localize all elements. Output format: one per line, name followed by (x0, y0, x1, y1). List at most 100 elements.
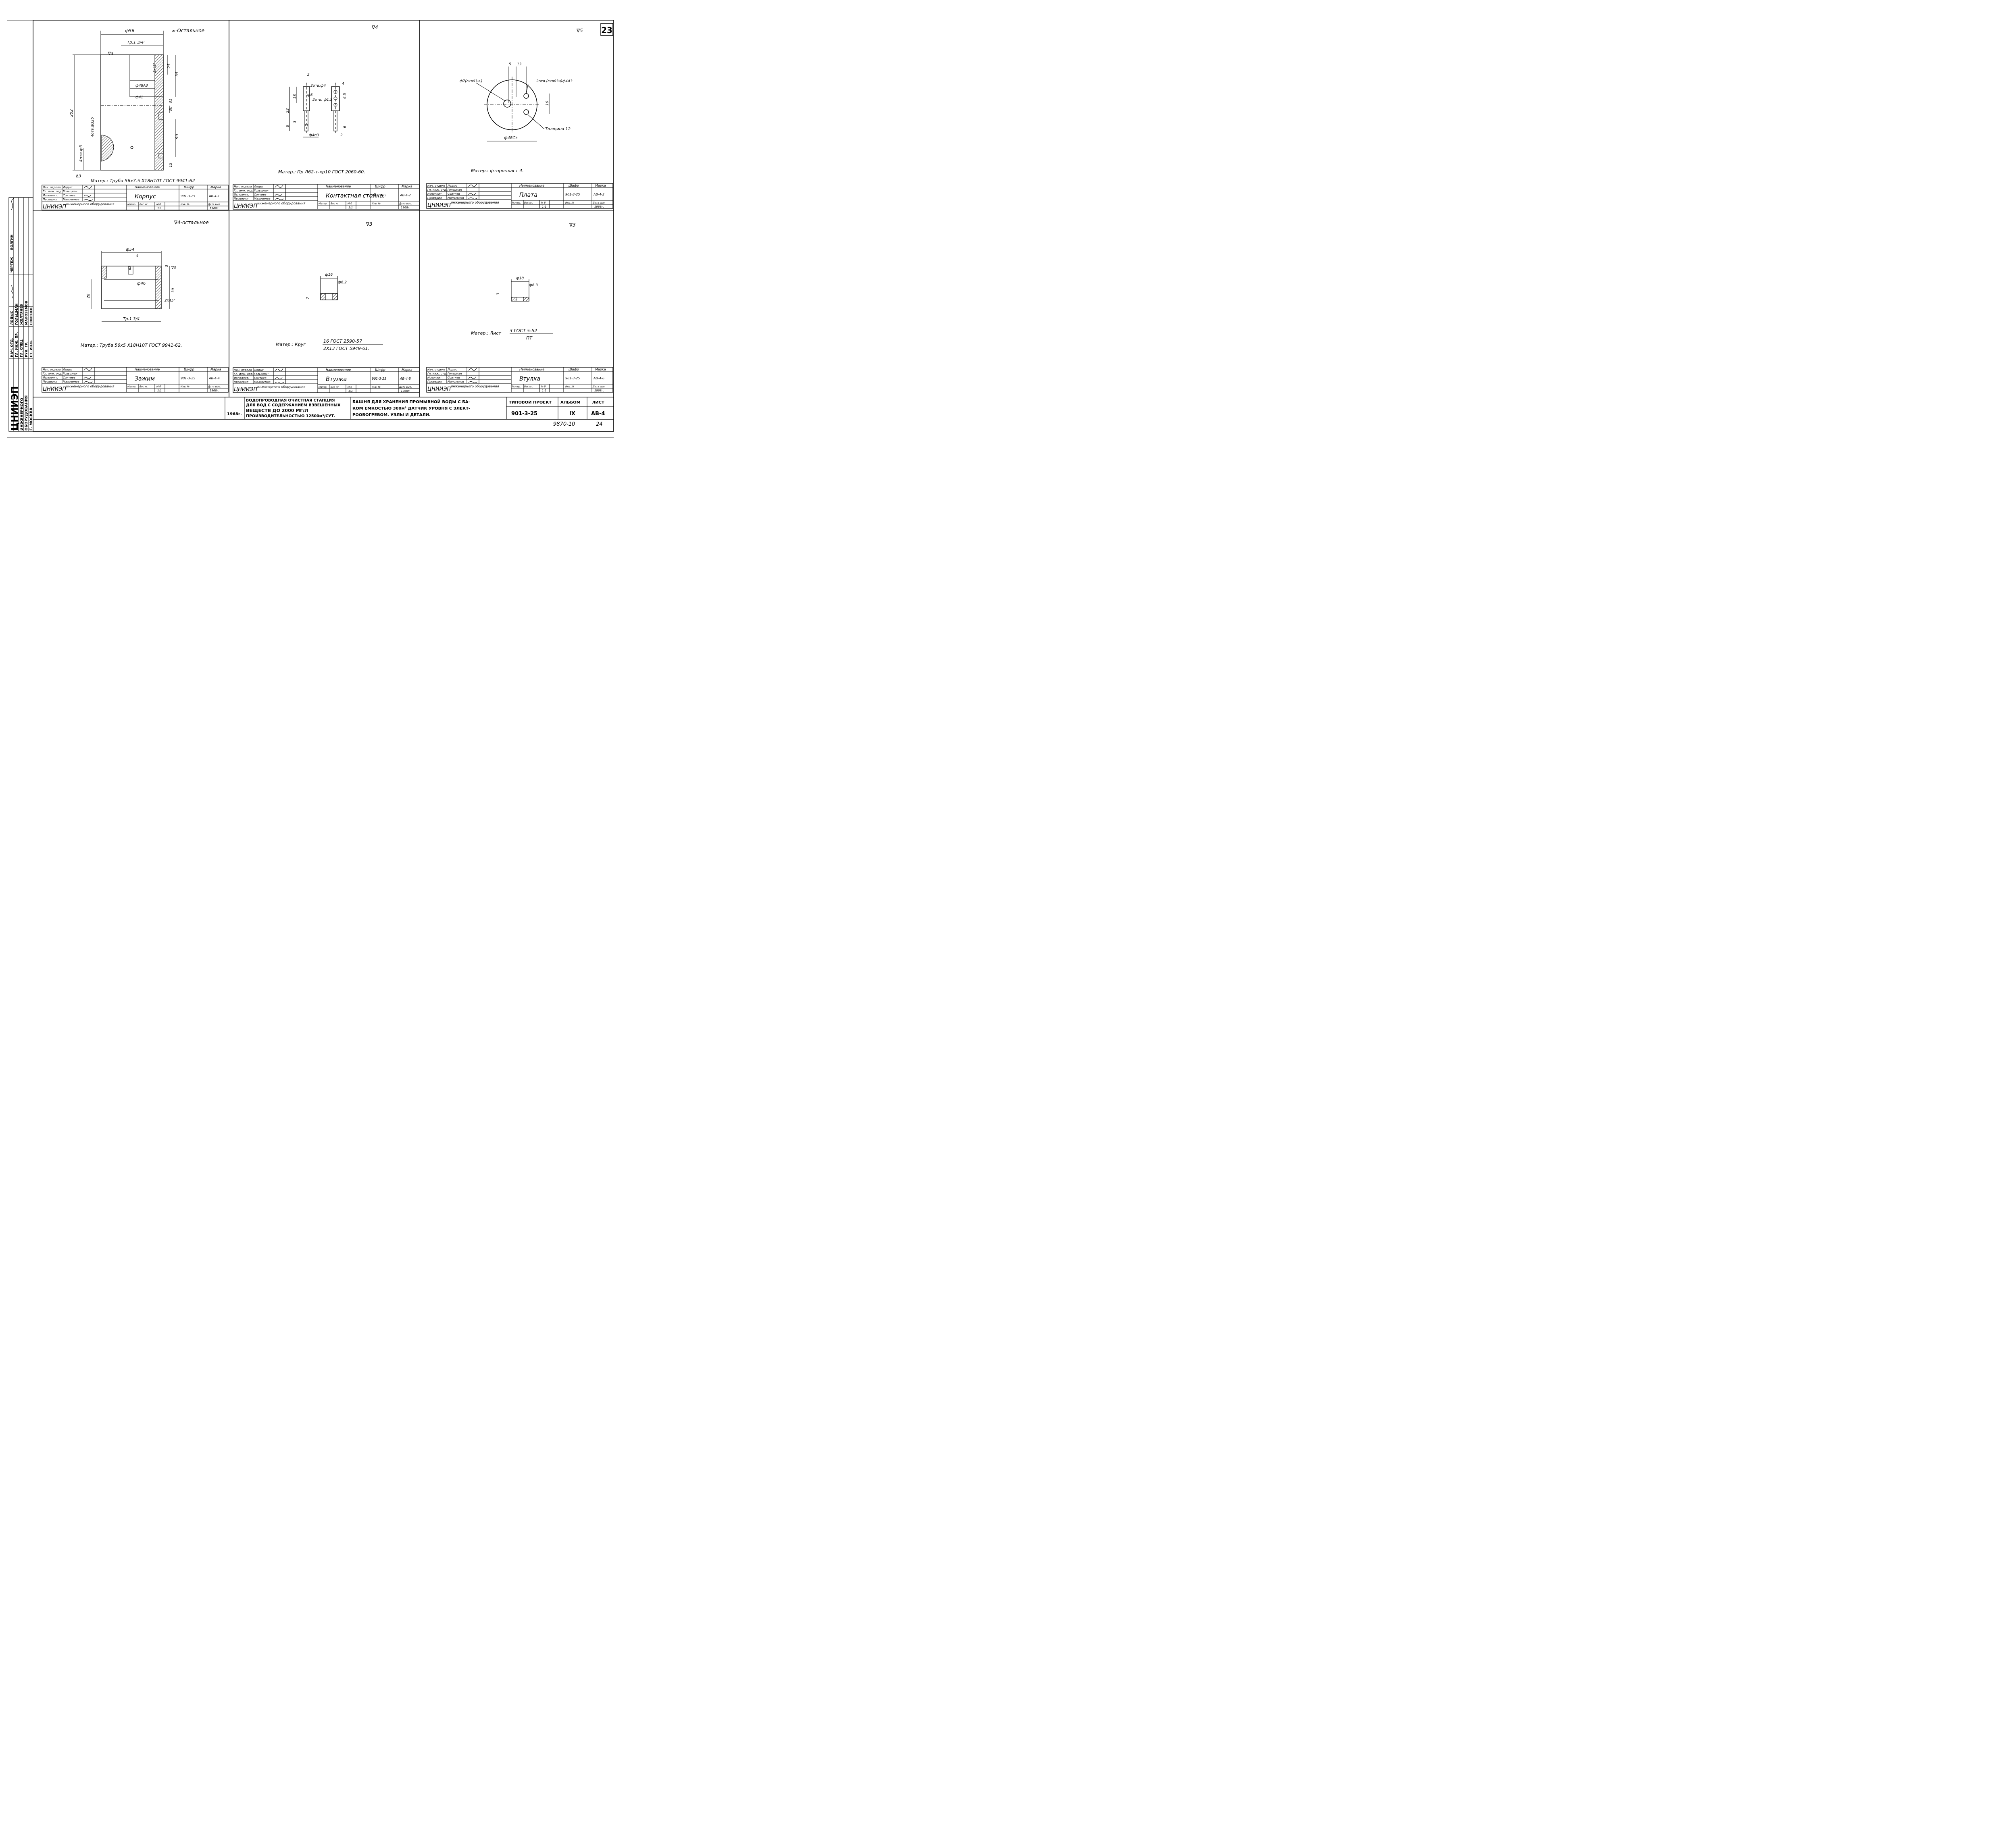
signature-mark (275, 185, 283, 188)
side-role-1: НАЧ. ОТД. (10, 338, 14, 357)
header-date: Дата вып. (399, 202, 412, 205)
person-name: Лодыс (447, 368, 457, 371)
dim-d48: ф48Сз (504, 136, 518, 140)
person-name: Соитнев (254, 377, 267, 380)
part-code: 901-3-25 (565, 193, 580, 196)
side-role-3: ГЛ. СПЕЦ. (20, 339, 23, 357)
role-label: Нач. отдела (427, 184, 445, 187)
signature-mark (275, 382, 284, 384)
role-label: Нач. отдела (234, 185, 252, 188)
dim-5: 5 (165, 265, 169, 267)
material-den: ПТ (526, 335, 533, 341)
dim-3: 3 (293, 121, 297, 123)
project-line2: ДЛЯ ВОД С СОДЕРЖАНИЕМ ВЗВЕШЕННЫХ (246, 403, 341, 408)
material-den: 2Х13 ГОСТ 5949-61. (323, 346, 369, 351)
org-name: ЦНИИЭП (427, 202, 451, 208)
role-label: Гл. инж. отд. (43, 372, 62, 375)
doc-number: 9870-10 (553, 421, 575, 427)
dim-202: 202 (69, 109, 74, 117)
finish-rest: ∇4-остальное (174, 220, 209, 225)
album-label: АЛЬБОМ (560, 400, 581, 405)
header-inv: Инв. № (565, 385, 574, 388)
part-drawing-zazhim: ∇4-остальное ф54 4 ∆3 5 ∇3 ф46 28 30 2х4… (81, 220, 209, 348)
part-name: Втулка (519, 376, 540, 382)
finish-mark: ∇3 (366, 221, 373, 227)
dim-d63: ф6.3 (529, 283, 538, 287)
dim-d3: 25 (91, 117, 95, 122)
part-code: 901-3-25 (372, 193, 386, 197)
dim-28: 28 (87, 293, 91, 298)
role-label: Гл. инж. отд. (234, 372, 253, 376)
header-weight: Вес кг. (524, 202, 533, 204)
dim-30: 30 (171, 288, 175, 293)
header-code: Шифр (184, 368, 194, 371)
role-label: Гл. инж. отд. (234, 189, 253, 192)
dim-d8: ф8 (307, 93, 313, 97)
side-role-5: СТ. ИНЖ. (29, 340, 33, 357)
header-scale: М-б (348, 386, 352, 389)
org-name: ЦНИИЭП (234, 203, 257, 209)
header-date: Дата вып. (208, 385, 221, 388)
dim-9: 9 (286, 125, 290, 127)
person-name: Гольцман (448, 372, 462, 375)
header-weight: Вес кг. (140, 203, 148, 206)
dim-15: 15 (169, 162, 173, 167)
person-name: Гольцман (63, 372, 77, 375)
header-code: Шифр (375, 185, 385, 188)
sheet-frame: 23 (7, 20, 614, 438)
dim-thickness: Толщина 12 (545, 127, 571, 131)
part-year: 1968г. (401, 389, 410, 393)
finish-mark: ∇5 (576, 28, 583, 33)
header-weight: Вес кг. (331, 202, 339, 205)
part-scale: 1:1 (157, 389, 162, 392)
dim-90: 90 (175, 134, 179, 139)
person-name: Гольцман (63, 190, 77, 193)
typ-value: 901-3-25 (511, 411, 537, 417)
dim-d62: ф6.2 (338, 281, 347, 285)
header-inv: Инв. № (565, 202, 574, 204)
side-drawn-label: ЧЕРТЕЖ (10, 257, 14, 273)
role-label: Исполнит. (234, 193, 249, 196)
person-name: Малоземов (254, 381, 271, 384)
dim-6: 6 (343, 126, 347, 128)
project-line1: ВОДОПРОВОДНАЯ ОЧИСТНАЯ СТАНЦИЯ (246, 398, 335, 403)
org-name: ЦНИИЭП (43, 204, 66, 210)
part-drawing-vtulka2: ∇3 ф18 ф6.3 3 Матер.: Лист 3 ГОСТ 5-52 П… (471, 222, 576, 341)
header-inv: Инв. № (372, 386, 381, 389)
dim-thread: Тр.1 3/4" (127, 40, 146, 45)
side-stamp: ЦНИИЭП ИНЖЕНЕРНОГО ОБОРУДОВАНИЯ Г. МОСКВ… (8, 197, 33, 432)
header-name: Наименование (326, 368, 351, 372)
part-code: 901-3-25 (181, 377, 195, 380)
header-mater: Матер. (319, 202, 327, 205)
project-line3: ВЕЩЕСТВ ДО 2000 МГ/Л (246, 408, 308, 413)
role-label: Гл. инж. отд. (427, 372, 447, 375)
dim-d4: ф4п3 (309, 133, 319, 137)
signature-mark (83, 377, 92, 379)
header-mater: Матер. (127, 385, 136, 388)
header-scale: М-б (156, 203, 161, 206)
dim-r2: R2 (169, 98, 173, 103)
part-name: Втулка (326, 376, 347, 383)
material-zazhim: Матер.: Труба 56х5 Х18Н10Т ГОСТ 9941-62. (81, 343, 182, 348)
header-inv: Инв. № (181, 203, 190, 206)
person-name: Малоземов (448, 380, 464, 383)
header-name: Наименование (519, 184, 544, 187)
side-name-4: МАЛОЗЕМОВ (25, 301, 28, 325)
dim-2b: 2 (340, 133, 343, 137)
part-name: Плата (519, 192, 537, 198)
role-label: Гл. инж. отд. (427, 188, 447, 191)
header-mark: Марка (595, 184, 606, 187)
dim-16: 16 (546, 101, 550, 106)
role-label: Гл. инж. отд. (43, 190, 62, 193)
dim-holes-pair: 2отв.(скв03н)ф4А3 (536, 79, 573, 83)
side-name-2: ГОЛЬЦМАН (15, 304, 19, 325)
dim-d46: ф46 (137, 281, 146, 286)
person-name: Соитнев (254, 193, 267, 196)
signature-mark (83, 381, 93, 383)
part-scale: 1:1 (348, 206, 353, 209)
